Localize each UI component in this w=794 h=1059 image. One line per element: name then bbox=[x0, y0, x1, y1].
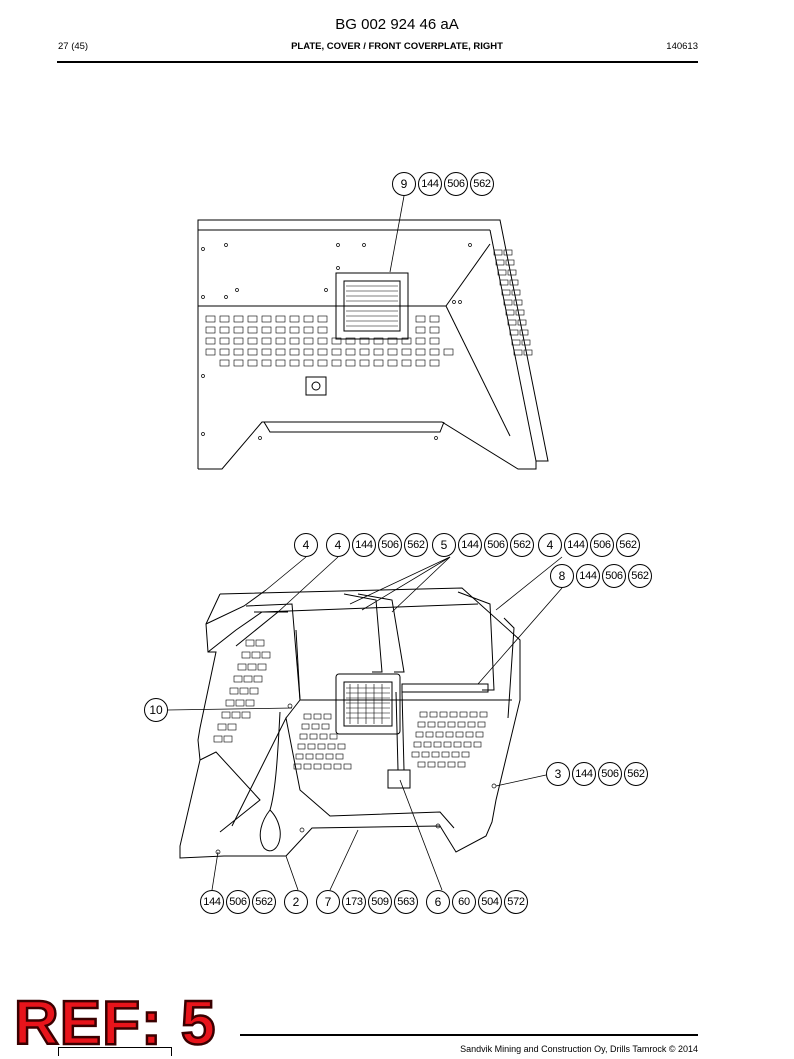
callout-bubble: 7 bbox=[316, 890, 340, 914]
callout-bubble: 562 bbox=[470, 172, 494, 196]
callout-group-bottom: 144 506 562 2 7 173 509 563 6 60 504 572 bbox=[200, 890, 530, 914]
callout-bubble: 506 bbox=[602, 564, 626, 588]
callout-bubble: 506 bbox=[444, 172, 468, 196]
callout-bubble: 6 bbox=[426, 890, 450, 914]
callout-bubble: 144 bbox=[564, 533, 588, 557]
callout-bubble: 5 bbox=[432, 533, 456, 557]
document-code: 140613 bbox=[666, 41, 698, 52]
callout-bubble: 562 bbox=[624, 762, 648, 786]
callout-group-row8: 8 144 506 562 bbox=[550, 564, 654, 588]
callout-group-10: 10 bbox=[144, 698, 170, 722]
callout-bubble: 4 bbox=[326, 533, 350, 557]
leader-lines bbox=[167, 195, 563, 891]
callout-bubble: 144 bbox=[576, 564, 600, 588]
callout-group-row4: 4 4 144 506 562 5 144 506 562 4 144 506 … bbox=[294, 533, 642, 557]
callout-bubble: 9 bbox=[392, 172, 416, 196]
callout-bubble: 562 bbox=[404, 533, 428, 557]
page-number: 27 (45) bbox=[58, 41, 89, 52]
callout-bubble: 144 bbox=[352, 533, 376, 557]
callout-bubble: 144 bbox=[418, 172, 442, 196]
callout-bubble: 572 bbox=[504, 890, 528, 914]
callout-bubble: 60 bbox=[452, 890, 476, 914]
callout-bubble: 144 bbox=[200, 890, 224, 914]
callout-bubble: 562 bbox=[510, 533, 534, 557]
top-view-drawing bbox=[197, 219, 549, 470]
callout-group-top: 9 144 506 562 bbox=[392, 172, 496, 196]
callout-bubble: 562 bbox=[616, 533, 640, 557]
callout-bubble: 173 bbox=[342, 890, 366, 914]
callout-bubble: 562 bbox=[628, 564, 652, 588]
callout-bubble: 506 bbox=[590, 533, 614, 557]
header-rule bbox=[57, 61, 698, 63]
callout-bubble: 504 bbox=[478, 890, 502, 914]
callout-bubble: 3 bbox=[546, 762, 570, 786]
callout-bubble: 563 bbox=[394, 890, 418, 914]
document-number: BG 002 924 46 aA bbox=[335, 16, 459, 33]
callout-bubble: 506 bbox=[378, 533, 402, 557]
footer-rule bbox=[240, 1034, 698, 1036]
callout-bubble: 562 bbox=[252, 890, 276, 914]
callout-group-row3: 3 144 506 562 bbox=[546, 762, 650, 786]
callout-bubble: 10 bbox=[144, 698, 168, 722]
callout-bubble: 506 bbox=[598, 762, 622, 786]
company-logo bbox=[58, 1047, 172, 1056]
callout-bubble: 506 bbox=[226, 890, 250, 914]
callout-bubble: 144 bbox=[572, 762, 596, 786]
callout-bubble: 506 bbox=[484, 533, 508, 557]
callout-bubble: 2 bbox=[284, 890, 308, 914]
callout-bubble: 4 bbox=[294, 533, 318, 557]
callout-bubble: 4 bbox=[538, 533, 562, 557]
footer-copyright: Sandvik Mining and Construction Oy, Dril… bbox=[460, 1044, 698, 1054]
callout-bubble: 144 bbox=[458, 533, 482, 557]
page-title: PLATE, COVER / FRONT COVERPLATE, RIGHT bbox=[291, 41, 503, 52]
callout-bubble: 8 bbox=[550, 564, 574, 588]
callout-bubble: 509 bbox=[368, 890, 392, 914]
isometric-view-drawing bbox=[179, 587, 521, 859]
